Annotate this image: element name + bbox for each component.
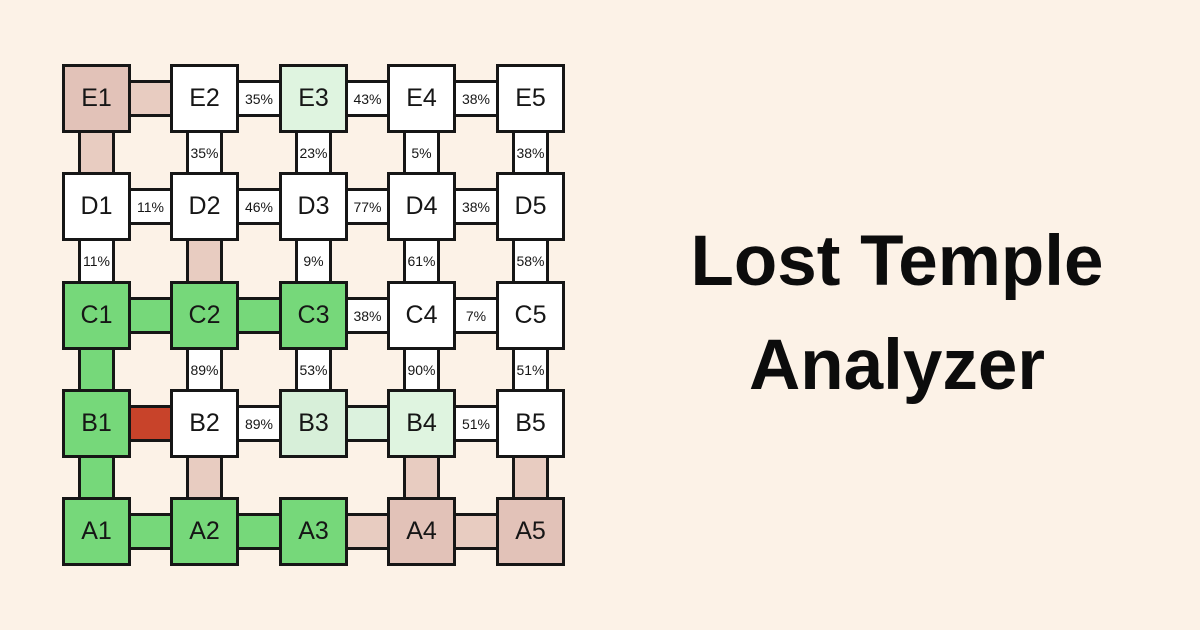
node-B4: B4 [387, 389, 456, 458]
edge-E4-E5: 38% [450, 80, 502, 117]
edge-C3-C4: 38% [342, 297, 393, 334]
node-C1: C1 [62, 281, 131, 350]
node-B3: B3 [279, 389, 348, 458]
edge-A3-A4 [342, 513, 393, 550]
edge-B3-B4 [342, 405, 393, 442]
node-B2: B2 [170, 389, 239, 458]
node-C5: C5 [496, 281, 565, 350]
edge-C5-B5: 51% [512, 344, 549, 395]
node-A5: A5 [496, 497, 565, 566]
edge-C1-B1 [78, 344, 115, 395]
edge-E4-D4: 5% [403, 127, 440, 178]
node-A3: A3 [279, 497, 348, 566]
edge-B2-B3: 89% [233, 405, 285, 442]
edge-B1-A1 [78, 452, 115, 503]
node-E4: E4 [387, 64, 456, 133]
edge-E2-D2: 35% [186, 127, 223, 178]
edge-C4-B4: 90% [403, 344, 440, 395]
node-D4: D4 [387, 172, 456, 241]
temple-grid: 35% 43% 38% 35% 23% 5% 38% 11% 46% 77% 3… [62, 64, 565, 566]
edge-B4-A4 [403, 452, 440, 503]
node-D5: D5 [496, 172, 565, 241]
edge-E5-D5: 38% [512, 127, 549, 178]
edge-C2-C3 [233, 297, 285, 334]
edge-A2-A3 [233, 513, 285, 550]
edge-C2-B2: 89% [186, 344, 223, 395]
edge-D4-D5: 38% [450, 188, 502, 225]
node-D2: D2 [170, 172, 239, 241]
node-D1: D1 [62, 172, 131, 241]
edge-D3-C3: 9% [295, 235, 332, 287]
node-E2: E2 [170, 64, 239, 133]
edge-B5-A5 [512, 452, 549, 503]
edge-D5-C5: 58% [512, 235, 549, 287]
edge-B1-B2 [125, 405, 176, 442]
edge-E3-E4: 43% [342, 80, 393, 117]
edge-D3-D4: 77% [342, 188, 393, 225]
edge-A4-A5 [450, 513, 502, 550]
edge-D4-C4: 61% [403, 235, 440, 287]
edge-B4-B5: 51% [450, 405, 502, 442]
edge-E3-D3: 23% [295, 127, 332, 178]
edge-C3-B3: 53% [295, 344, 332, 395]
edge-E1-D1 [78, 127, 115, 178]
edge-D1-D2: 11% [125, 188, 176, 225]
edge-D2-C2 [186, 235, 223, 287]
edge-C1-C2 [125, 297, 176, 334]
node-D3: D3 [279, 172, 348, 241]
edge-B2-A2 [186, 452, 223, 503]
page-title: Lost Temple Analyzer [690, 222, 1104, 405]
node-C2: C2 [170, 281, 239, 350]
node-C4: C4 [387, 281, 456, 350]
node-B5: B5 [496, 389, 565, 458]
node-A1: A1 [62, 497, 131, 566]
edge-E1-E2 [125, 80, 176, 117]
edge-D1-C1: 11% [78, 235, 115, 287]
node-E1: E1 [62, 64, 131, 133]
node-C3: C3 [279, 281, 348, 350]
node-E5: E5 [496, 64, 565, 133]
node-A2: A2 [170, 497, 239, 566]
node-E3: E3 [279, 64, 348, 133]
node-A4: A4 [387, 497, 456, 566]
edge-E2-E3: 35% [233, 80, 285, 117]
edge-A1-A2 [125, 513, 176, 550]
node-B1: B1 [62, 389, 131, 458]
edge-C4-C5: 7% [450, 297, 502, 334]
edge-D2-D3: 46% [233, 188, 285, 225]
